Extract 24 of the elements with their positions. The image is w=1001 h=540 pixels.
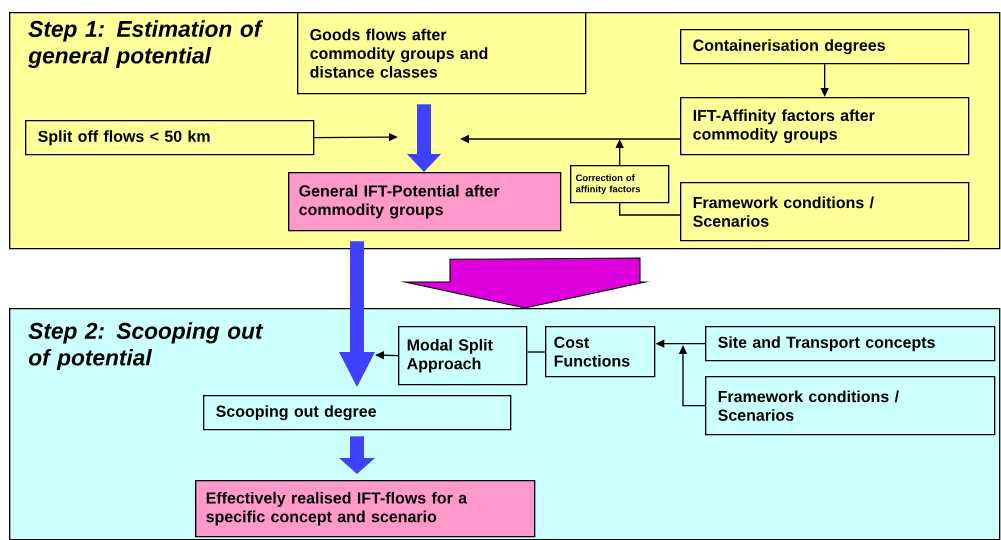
block-arrow [339, 436, 375, 474]
arrow [375, 351, 399, 360]
note-box: Correction of affinity factors [570, 165, 670, 204]
process-box: Scooping out degree [203, 395, 512, 431]
process-box: Modal Split Approach [398, 326, 528, 386]
process-box: Containerisation degrees [680, 29, 970, 65]
panel-heading: Step 1: Estimation of general potential [28, 20, 264, 69]
process-box: Split off flows < 50 km [25, 120, 315, 156]
block-arrow [400, 257, 650, 309]
connector-line [526, 351, 546, 353]
block-arrow [407, 104, 441, 172]
process-box: Site and Transport concepts [705, 326, 996, 362]
result-box: Effectively realised IFT-flows for a specific concept and scenario [195, 480, 536, 538]
arrow [615, 139, 624, 166]
process-box: Cost Functions [545, 326, 656, 378]
process-box: IFT-Affinity factors after commodity groups [680, 97, 970, 156]
process-box: Framework conditions / Scenarios [705, 376, 996, 436]
result-box: General IFT-Potential after commodity groups [288, 172, 562, 232]
block-arrow [339, 241, 375, 387]
panel-heading: Step 2: Scooping out of potential [28, 322, 264, 371]
arrow [820, 63, 829, 97]
connector-line [619, 202, 681, 216]
process-box: Framework conditions / Scenarios [680, 182, 970, 242]
process-box: Goods flows after commodity groups and distance classes [297, 12, 587, 95]
